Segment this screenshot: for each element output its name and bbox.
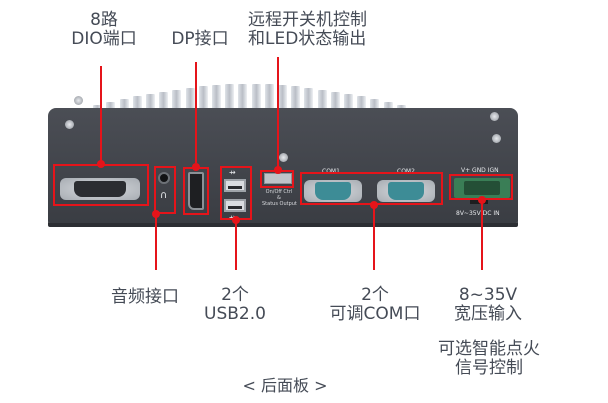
dp-callout-dot [192,163,200,171]
com-callout-line [373,205,375,270]
usb-port-bottom [224,199,246,212]
heatsink-fin [212,85,221,130]
heatsink-fin [264,84,274,130]
remote-control-label: 远程开关机控制 和LED状态输出 [248,11,398,49]
screw-icon [492,134,501,143]
displayport [188,172,204,210]
power-rating-label: 8V~35V DC IN [456,210,500,217]
usb-label-line2: USB2.0 [204,304,266,324]
usb-callout-box [220,166,252,220]
onoff-label-line1: On/Off Ctrl [265,189,293,195]
remote-label-line1: 远程开关机控制 [248,10,367,30]
usb-port-label: 2个 USB2.0 [195,286,275,324]
com-label-line1: 2个 [361,285,389,305]
dp-callout-box [183,167,209,215]
ignition-control-label: 可选智能点火 信号控制 [424,340,554,378]
heatsink-fin [238,84,248,130]
screw-icon [74,96,83,105]
rear-panel-title: < 后面板 > [242,376,328,395]
remote-label-line2: 和LED状态输出 [248,29,367,49]
dp-label-line1: DP接口 [171,29,229,49]
dio-db15-port [60,178,140,200]
dio-port-label: 8路 DIO端口 [64,11,144,49]
power-label-line1: 8~35V [458,285,518,305]
dio-callout-box [53,164,149,206]
com1-port [304,180,362,202]
dio-label-line2: DIO端口 [71,29,137,49]
heatsink-fin [251,84,261,130]
com1-port-pins [315,182,351,200]
com-port-label: 2个 可调COM口 [315,286,435,324]
dio-callout-line [100,66,102,164]
audio-label-line1: 音频接口 [111,287,179,307]
headphone-icon: ∩ [160,190,168,201]
screw-icon [490,112,499,121]
screw-icon [279,153,288,162]
onoff-callout-dot [274,166,282,174]
power-terminal-block [454,178,510,198]
dio-port-pins [74,181,126,197]
audio-callout-box [154,166,176,214]
power-callout-line [481,200,483,270]
com2-label: COM2 [397,168,415,175]
usb-callout-line [235,220,237,270]
com-callout-box [300,172,443,205]
onoff-label-line3: Status Output [262,201,297,207]
com-label-line2: 可调COM口 [329,304,421,324]
onoff-label-line2: & [277,195,281,201]
onoff-callout-line [277,57,279,167]
ignition-label-line2: 信号控制 [455,358,523,378]
heatsink-fin [278,85,287,130]
onoff-label: On/Off Ctrl & Status Output [262,189,297,207]
screw-icon [65,120,74,129]
usb-label-line1: 2个 [221,285,249,305]
heatsink-fin [225,84,235,130]
audio-jack [158,172,170,184]
terminal-screws [464,181,500,195]
usb-icon: ⇸ [229,168,236,177]
dio-label-line1: 8路 [90,10,118,30]
com2-port-pins [388,182,424,200]
audio-callout-line [155,214,157,270]
usb-port-top [224,179,246,192]
power-pin-labels: V+ GND IGN [461,167,499,174]
dp-callout-line [195,62,197,163]
dp-port-label: DP接口 [160,30,240,49]
com2-port [377,180,435,202]
dio-callout-dot [97,160,105,168]
power-input-label: 8~35V 宽压输入 [443,286,533,324]
ignition-label-line1: 可选智能点火 [438,339,540,359]
com1-label: COM1 [322,168,340,175]
power-label-line2: 宽压输入 [454,304,522,324]
audio-port-label: 音频接口 [100,288,190,307]
